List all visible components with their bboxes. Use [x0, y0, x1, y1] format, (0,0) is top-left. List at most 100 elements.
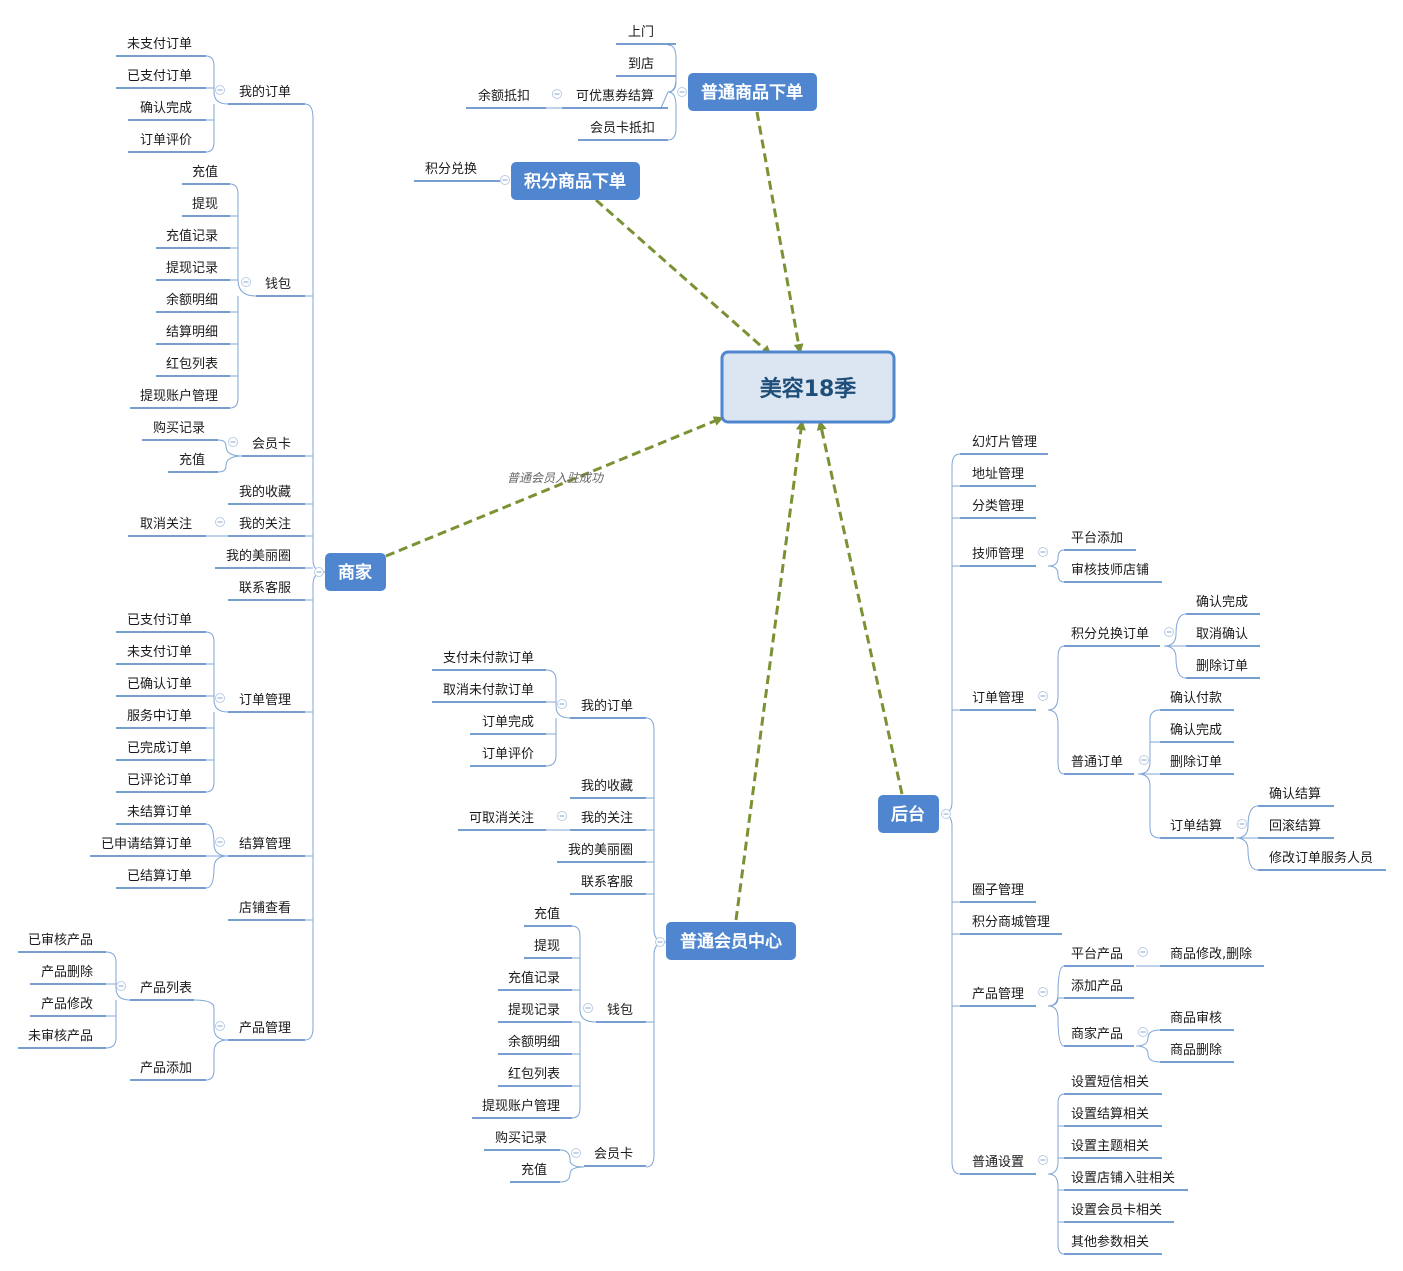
- merchant-om-paid[interactable]: 已支付订单: [116, 613, 206, 633]
- merchant-unpaid-orders[interactable]: 未支付订单: [116, 37, 206, 57]
- merchant-wallet[interactable]: 钱包: [256, 277, 305, 297]
- collapse-merchant-product[interactable]: [215, 1021, 225, 1031]
- backend-product-mgmt[interactable]: 产品管理: [960, 987, 1036, 1007]
- backend-merchant-products[interactable]: 商家产品: [1064, 1026, 1134, 1047]
- merchant-product-add[interactable]: 产品添加: [130, 1061, 206, 1081]
- merchant-favorites[interactable]: 我的收藏: [228, 484, 305, 505]
- member-wallet-redpacket[interactable]: 红包列表: [498, 1066, 572, 1087]
- merchant-wallet-account[interactable]: 提现账户管理: [130, 388, 230, 409]
- collapse-merchant-wallet[interactable]: [241, 277, 251, 287]
- collapse-merchant-settle[interactable]: [215, 837, 225, 847]
- collapse-backend-platform[interactable]: [1138, 947, 1148, 957]
- collapse-merchant[interactable]: [314, 567, 324, 577]
- merchant-confirm-complete[interactable]: 确认完成: [128, 101, 206, 121]
- collapse-member-wallet[interactable]: [583, 1003, 593, 1013]
- collapse-backend-normal-order[interactable]: [1139, 755, 1149, 765]
- points-order-exchange[interactable]: 积分兑换: [414, 162, 500, 182]
- merchant-member-card[interactable]: 会员卡: [242, 437, 305, 457]
- merchant-om-in-service[interactable]: 服务中订单: [116, 708, 206, 729]
- collapse-member-center[interactable]: [655, 937, 665, 947]
- backend-slides[interactable]: 幻灯片管理: [960, 435, 1048, 455]
- collapse-merchant-follows[interactable]: [215, 517, 225, 527]
- member-wallet-account[interactable]: 提现账户管理: [472, 1098, 572, 1119]
- merchant-order-review[interactable]: 订单评价: [128, 133, 206, 153]
- merchant-wallet-withdraw-log[interactable]: 提现记录: [156, 260, 230, 281]
- member-wallet-withdraw[interactable]: 提现: [524, 938, 572, 959]
- collapse-coupon[interactable]: [552, 89, 562, 99]
- collapse-points-order[interactable]: [500, 175, 510, 185]
- backend-settle-rollback[interactable]: 回滚结算: [1258, 818, 1334, 839]
- merchant-om-reviewed[interactable]: 已评论订单: [116, 773, 206, 793]
- backend-set-theme[interactable]: 设置主题相关: [1064, 1139, 1162, 1159]
- merchant-product-delete[interactable]: 产品删除: [30, 965, 106, 985]
- member-wallet[interactable]: 钱包: [596, 1003, 646, 1023]
- merchant-wallet-settlement[interactable]: 结算明细: [156, 325, 230, 345]
- merchant-settled[interactable]: 已结算订单: [116, 869, 206, 889]
- topic-normal-order[interactable]: 普通商品下单: [688, 73, 817, 111]
- member-order-complete[interactable]: 订单完成: [470, 715, 546, 735]
- backend-points-mall[interactable]: 积分商城管理: [960, 915, 1062, 935]
- merchant-settle-applied[interactable]: 已申请结算订单: [90, 837, 206, 857]
- backend-order-settle[interactable]: 订单结算: [1160, 819, 1234, 839]
- merchant-card-recharge[interactable]: 充值: [168, 452, 218, 473]
- collapse-member-follows[interactable]: [557, 811, 567, 821]
- merchant-card-purchases[interactable]: 购买记录: [142, 420, 218, 441]
- backend-add-product[interactable]: 添加产品: [1064, 979, 1134, 999]
- backend-po-confirm[interactable]: 确认完成: [1186, 595, 1260, 615]
- merchant-product-edit[interactable]: 产品修改: [30, 997, 106, 1017]
- merchant-om-unpaid[interactable]: 未支付订单: [116, 645, 206, 665]
- backend-no-delete[interactable]: 删除订单: [1160, 755, 1234, 775]
- merchant-product-list[interactable]: 产品列表: [130, 981, 194, 1001]
- merchant-order-mgmt[interactable]: 订单管理: [228, 693, 305, 713]
- member-card-recharge[interactable]: 充值: [510, 1162, 560, 1183]
- member-cancel-unpaid[interactable]: 取消未付款订单: [432, 683, 546, 703]
- normal-order-coupon[interactable]: 可优惠券结算: [562, 88, 668, 109]
- merchant-om-completed[interactable]: 已完成订单: [116, 741, 206, 761]
- normal-order-onsite[interactable]: 上门: [616, 25, 676, 45]
- member-unfollow[interactable]: 可取消关注: [458, 811, 546, 831]
- backend-settle-confirm[interactable]: 确认结算: [1258, 787, 1334, 807]
- member-wallet-balance[interactable]: 余额明细: [498, 1034, 572, 1055]
- merchant-wallet-balance[interactable]: 余额明细: [156, 292, 230, 313]
- backend-product-review[interactable]: 商品审核: [1160, 1011, 1234, 1031]
- backend-set-store-entry[interactable]: 设置店铺入驻相关: [1064, 1171, 1188, 1191]
- normal-order-instore[interactable]: 到店: [616, 57, 676, 77]
- collapse-backend-settle[interactable]: [1237, 819, 1247, 829]
- merchant-product-pending[interactable]: 未审核产品: [18, 1029, 106, 1049]
- member-card-purchases[interactable]: 购买记录: [484, 1130, 560, 1151]
- backend-set-member-card[interactable]: 设置会员卡相关: [1064, 1203, 1174, 1223]
- member-card[interactable]: 会员卡: [584, 1147, 646, 1167]
- merchant-wallet-recharge-log[interactable]: 充值记录: [156, 228, 230, 249]
- collapse-merchant-product-list[interactable]: [116, 981, 126, 991]
- collapse-backend-settings[interactable]: [1038, 1155, 1048, 1165]
- merchant-unfollow[interactable]: 取消关注: [128, 517, 206, 537]
- merchant-contact[interactable]: 联系客服: [228, 580, 305, 601]
- member-wallet-withdraw-log[interactable]: 提现记录: [498, 1002, 572, 1023]
- topic-backend[interactable]: 后台: [878, 795, 939, 833]
- collapse-backend-product[interactable]: [1038, 987, 1048, 997]
- merchant-wallet-redpacket[interactable]: 红包列表: [156, 356, 230, 377]
- backend-no-confirm-complete[interactable]: 确认完成: [1160, 723, 1234, 743]
- backend-order-mgmt[interactable]: 订单管理: [960, 691, 1036, 711]
- collapse-normal-order[interactable]: [677, 87, 687, 97]
- merchant-wallet-withdraw[interactable]: 提现: [182, 196, 230, 217]
- member-contact[interactable]: 联系客服: [570, 874, 646, 895]
- merchant-store-view[interactable]: 店铺查看: [228, 900, 305, 921]
- topic-points-order[interactable]: 积分商品下单: [511, 162, 640, 200]
- backend-platform-products[interactable]: 平台产品: [1064, 947, 1134, 967]
- backend-tech-review[interactable]: 审核技师店铺: [1064, 563, 1162, 583]
- relation-label[interactable]: 普通会员入驻成功: [507, 471, 605, 485]
- merchant-product-mgmt[interactable]: 产品管理: [228, 1021, 305, 1041]
- merchant-settle-mgmt[interactable]: 结算管理: [228, 837, 305, 857]
- backend-circle[interactable]: 圈子管理: [960, 883, 1036, 903]
- backend-set-other[interactable]: 其他参数相关: [1064, 1234, 1162, 1255]
- merchant-paid-orders[interactable]: 已支付订单: [116, 69, 206, 89]
- member-pay-unpaid[interactable]: 支付未付款订单: [432, 651, 546, 671]
- collapse-backend-points-order[interactable]: [1164, 627, 1174, 637]
- backend-settle-edit-staff[interactable]: 修改订单服务人员: [1258, 850, 1386, 871]
- member-favorites[interactable]: 我的收藏: [570, 778, 646, 799]
- backend-settings[interactable]: 普通设置: [960, 1155, 1036, 1175]
- collapse-merchant-orders[interactable]: [215, 85, 225, 95]
- normal-order-balance[interactable]: 余额抵扣: [466, 88, 546, 109]
- backend-po-delete[interactable]: 删除订单: [1186, 659, 1260, 679]
